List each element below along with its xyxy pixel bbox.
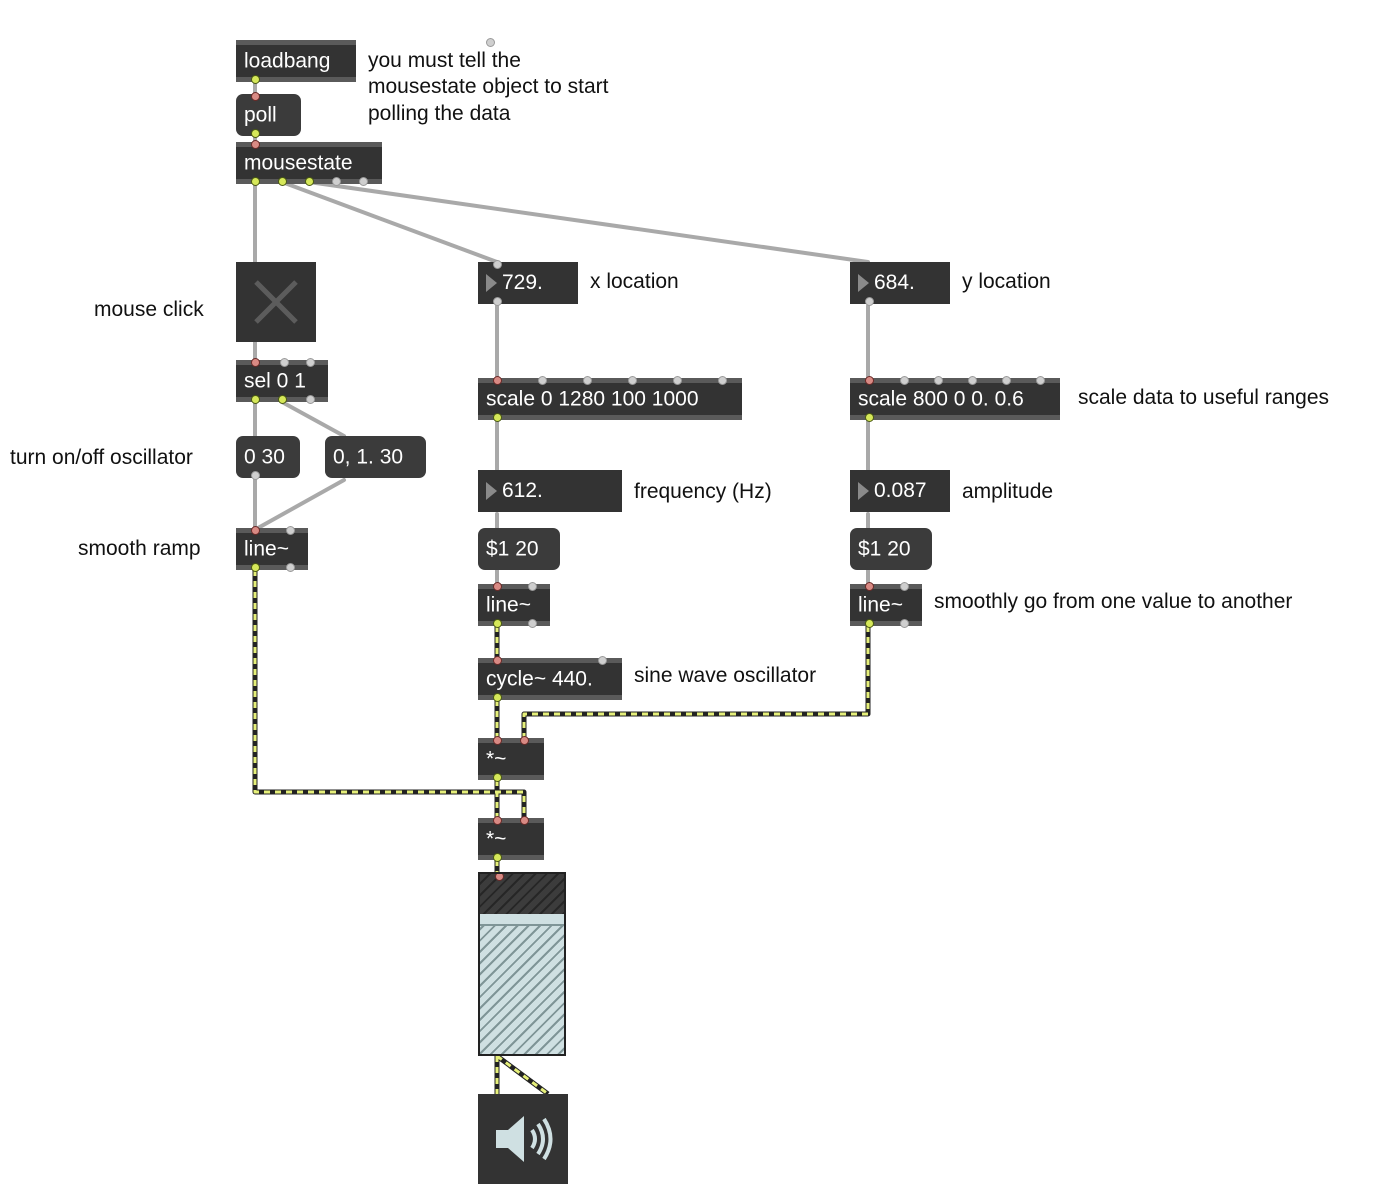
scale-y-label: scale 800 0 0. 0.6 [858, 387, 1024, 411]
x-toggle-icon [254, 280, 298, 324]
line-ramp-inlet[interactable] [251, 526, 260, 535]
x-location-number[interactable]: 729. [478, 260, 578, 306]
mousestate-object[interactable]: mousestate [236, 140, 382, 186]
cycle-outlet[interactable] [493, 693, 502, 702]
comment-x-location: x location [590, 270, 679, 293]
mousestate-inlet[interactable] [251, 140, 260, 149]
sel-object[interactable]: sel 0 1 [236, 358, 328, 404]
x-location-value: 729. [502, 271, 543, 294]
number-arrow-icon [858, 274, 869, 292]
poll-inlet[interactable] [251, 92, 260, 101]
loadbang-object[interactable]: loadbang [236, 38, 495, 84]
amplitude-number[interactable]: 0.087 [850, 470, 950, 512]
line-amplitude-object[interactable]: line~ [850, 582, 922, 628]
y-location-value: 684. [874, 271, 915, 294]
mousestate-outlet-x[interactable] [278, 177, 287, 186]
number-arrow-icon [486, 274, 497, 292]
comment-sine-note: sine wave oscillator [634, 664, 817, 687]
scale-x-label: scale 0 1280 100 1000 [486, 387, 699, 411]
comment-amplitude: amplitude [962, 480, 1054, 503]
scale-y-inlet[interactable] [865, 376, 874, 385]
mouse-click-toggle[interactable] [236, 262, 316, 342]
multiply-ramp-inlet-left[interactable] [493, 816, 502, 825]
amplitude-value: 0.087 [874, 479, 927, 502]
oscillator-off-message[interactable]: 0 30 [236, 436, 300, 480]
number-arrow-icon [486, 482, 497, 500]
mousestate-outlet-button[interactable] [251, 177, 260, 186]
gain-slider-inlet[interactable] [495, 874, 504, 881]
comment-oscillator-toggle: turn on/off oscillator [10, 446, 193, 469]
comment-y-location: y location [962, 270, 1051, 293]
line-amplitude-outlet[interactable] [865, 619, 874, 628]
scale-x-inlet[interactable] [493, 376, 502, 385]
line-ramp-object[interactable]: line~ [236, 526, 308, 572]
comment-mouse-click: mouse click [94, 298, 204, 321]
sel-outlet-1[interactable] [278, 395, 287, 404]
comment-poll-note-1: you must tell the [368, 49, 521, 72]
scale-x-object[interactable]: scale 0 1280 100 1000 [478, 376, 742, 422]
line-amplitude-label: line~ [858, 593, 903, 617]
cord-mousestate-y [307, 180, 870, 264]
cycle-label: cycle~ 440. [486, 667, 593, 691]
scale-y-outlet[interactable] [865, 413, 874, 422]
cycle-object[interactable]: cycle~ 440. [478, 656, 622, 702]
multiply-ramp-inlet-right[interactable] [520, 816, 529, 825]
line-amplitude-inlet[interactable] [865, 582, 874, 591]
multiply-ramp-label: *~ [486, 827, 507, 851]
mousestate-label: mousestate [244, 151, 353, 175]
multiply-amplitude-inlet-left[interactable] [493, 736, 502, 745]
frequency-value: 612. [502, 479, 543, 502]
oscillator-on-message[interactable]: 0, 1. 30 [325, 436, 426, 478]
line-ramp-label: line~ [244, 537, 289, 561]
mousestate-outlet-4[interactable] [332, 177, 341, 186]
poll-message[interactable]: poll [236, 92, 301, 138]
oscillator-on-label: 0, 1. 30 [333, 445, 404, 469]
comment-poll-note-2: mousestate object to start [368, 75, 609, 98]
cord-sel-on [280, 400, 346, 438]
mousestate-outlet-5[interactable] [359, 177, 368, 186]
amplitude-ramp-message[interactable]: $1 20 [850, 528, 932, 570]
mousestate-outlet-y[interactable] [305, 177, 314, 186]
multiply-ramp-object[interactable]: *~ [478, 816, 544, 862]
oscillator-off-label: 0 30 [244, 445, 285, 469]
number-arrow-icon [858, 482, 869, 500]
gain-slider-handle[interactable] [480, 914, 564, 926]
y-location-number[interactable]: 684. [850, 262, 950, 306]
gain-slider[interactable] [478, 872, 566, 1056]
multiply-amplitude-label: *~ [486, 747, 507, 771]
comment-frequency: frequency (Hz) [634, 480, 772, 503]
frequency-ramp-label: $1 20 [486, 537, 539, 561]
sel-inlet[interactable] [251, 358, 260, 367]
cord-mousestate-x [280, 180, 499, 264]
line-frequency-label: line~ [486, 593, 531, 617]
comment-smooth-note: smoothly go from one value to another [934, 590, 1293, 613]
comment-smooth-ramp: smooth ramp [78, 537, 201, 560]
line-frequency-inlet[interactable] [493, 582, 502, 591]
loadbang-outlet[interactable] [251, 75, 260, 84]
poll-label: poll [244, 103, 277, 127]
multiply-amplitude-inlet-right[interactable] [520, 736, 529, 745]
comment-poll-note-3: polling the data [368, 102, 511, 125]
cycle-inlet[interactable] [493, 656, 502, 665]
line-frequency-object[interactable]: line~ [478, 582, 550, 628]
line-ramp-outlet[interactable] [251, 563, 260, 572]
speaker-icon [496, 1116, 553, 1162]
line-frequency-outlet[interactable] [493, 619, 502, 628]
dac-speaker[interactable] [478, 1094, 568, 1184]
scale-x-outlet[interactable] [493, 413, 502, 422]
gain-slider-unfilled [480, 874, 564, 914]
cord-on-line [256, 478, 346, 530]
multiply-ramp-outlet[interactable] [493, 853, 502, 862]
scale-y-object[interactable]: scale 800 0 0. 0.6 [850, 376, 1060, 422]
comment-scale-note: scale data to useful ranges [1078, 386, 1329, 409]
frequency-ramp-message[interactable]: $1 20 [478, 528, 560, 570]
sel-label: sel 0 1 [244, 369, 306, 393]
poll-outlet[interactable] [251, 129, 260, 138]
loadbang-label: loadbang [244, 49, 331, 73]
multiply-amplitude-object[interactable]: *~ [478, 736, 544, 782]
amplitude-ramp-label: $1 20 [858, 537, 911, 561]
multiply-amplitude-outlet[interactable] [493, 773, 502, 782]
frequency-number[interactable]: 612. [478, 470, 622, 512]
sel-outlet-0[interactable] [251, 395, 260, 404]
